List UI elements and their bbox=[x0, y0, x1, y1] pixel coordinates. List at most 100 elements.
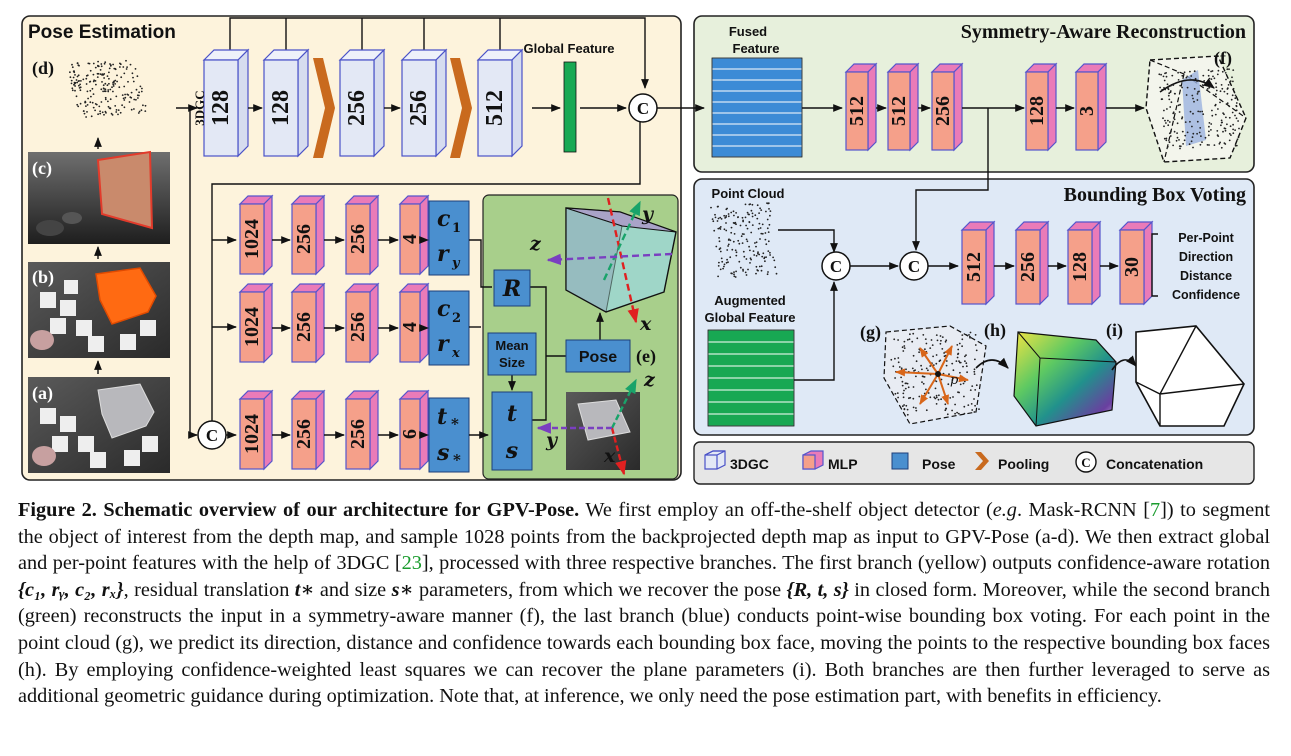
point bbox=[973, 411, 976, 413]
point bbox=[120, 76, 123, 79]
point bbox=[1167, 119, 1169, 122]
point bbox=[1168, 92, 1171, 95]
point bbox=[94, 66, 97, 69]
point bbox=[741, 233, 744, 235]
point bbox=[935, 334, 938, 336]
block-size-label: 30 bbox=[1121, 257, 1143, 277]
point bbox=[978, 408, 980, 410]
point bbox=[734, 249, 737, 252]
mlp-block: 256 bbox=[930, 62, 964, 152]
citation-link[interactable]: 7 bbox=[1149, 499, 1161, 521]
point bbox=[730, 226, 733, 229]
point bbox=[750, 209, 753, 212]
point bbox=[71, 89, 74, 92]
point bbox=[91, 87, 94, 90]
point bbox=[1182, 143, 1184, 145]
point bbox=[935, 396, 938, 399]
point bbox=[956, 344, 959, 346]
point bbox=[971, 409, 974, 411]
dgc3-block: 256 bbox=[338, 48, 386, 158]
point bbox=[76, 62, 79, 65]
point bbox=[86, 111, 88, 113]
point bbox=[1181, 117, 1183, 120]
point bbox=[757, 269, 759, 272]
point bbox=[1230, 134, 1232, 137]
point bbox=[902, 392, 905, 395]
point bbox=[85, 77, 88, 80]
point bbox=[765, 243, 768, 246]
dgc3-block: 256 bbox=[400, 48, 448, 158]
point bbox=[1176, 132, 1178, 135]
point bbox=[1160, 73, 1162, 76]
point bbox=[78, 84, 80, 87]
point bbox=[1216, 130, 1219, 132]
point bbox=[748, 221, 751, 224]
concat-node: C bbox=[821, 251, 851, 281]
translation-size-output: t * s * bbox=[428, 397, 470, 473]
point bbox=[1189, 110, 1192, 113]
point bbox=[769, 251, 771, 254]
point bbox=[958, 360, 960, 362]
input-point-cloud bbox=[69, 59, 147, 118]
svg-text:C: C bbox=[830, 257, 842, 276]
point bbox=[132, 76, 134, 79]
citation-link[interactable]: 23 bbox=[401, 552, 422, 575]
point bbox=[745, 238, 748, 241]
point bbox=[130, 91, 133, 94]
legend: 3DGC MLP Pose Pooling C Concatenation bbox=[704, 450, 1203, 473]
point bbox=[935, 362, 938, 365]
point bbox=[101, 81, 103, 83]
point bbox=[1234, 114, 1236, 117]
point bbox=[912, 397, 915, 400]
augmented-feature-row bbox=[707, 413, 795, 427]
point bbox=[935, 403, 938, 405]
point bbox=[749, 249, 751, 252]
point bbox=[735, 223, 737, 226]
svg-text:y: y bbox=[545, 429, 559, 451]
point bbox=[962, 365, 964, 368]
point bbox=[1226, 68, 1229, 71]
point bbox=[1230, 98, 1233, 101]
point bbox=[731, 248, 734, 251]
point bbox=[906, 408, 909, 411]
mlp-block: 4 bbox=[398, 282, 430, 364]
point bbox=[940, 339, 942, 342]
legend-pooling: Pooling bbox=[975, 452, 1049, 472]
point bbox=[735, 212, 737, 214]
augmented-feature-row bbox=[707, 377, 795, 391]
point bbox=[114, 79, 117, 82]
point bbox=[82, 110, 85, 112]
svg-text:p: p bbox=[950, 373, 959, 388]
point bbox=[112, 83, 115, 86]
point bbox=[903, 408, 906, 410]
label-a: (a) bbox=[32, 383, 53, 404]
projected-points-box bbox=[1013, 331, 1117, 427]
point bbox=[951, 409, 953, 412]
point bbox=[742, 268, 744, 271]
point bbox=[109, 88, 112, 91]
point bbox=[971, 385, 974, 387]
point bbox=[751, 215, 754, 218]
pose-result-image: z y x bbox=[536, 369, 656, 476]
block-size-label: 4 bbox=[399, 234, 421, 244]
point bbox=[135, 98, 137, 101]
mean-size-box: Mean Size bbox=[487, 332, 537, 376]
svg-text:Pooling: Pooling bbox=[998, 456, 1049, 472]
point bbox=[1168, 98, 1171, 101]
point bbox=[745, 258, 748, 260]
point bbox=[92, 93, 95, 95]
point bbox=[918, 351, 920, 354]
mlp-block: 256 bbox=[344, 282, 380, 364]
point bbox=[935, 380, 938, 383]
point bbox=[1232, 128, 1234, 131]
point bbox=[915, 407, 917, 409]
fused-feature-row bbox=[711, 79, 803, 92]
concat-node: C bbox=[899, 251, 929, 281]
point bbox=[1220, 146, 1223, 149]
point bbox=[906, 338, 909, 341]
mlp-block: 128 bbox=[1066, 220, 1102, 306]
point bbox=[75, 95, 78, 98]
point bbox=[747, 268, 749, 271]
